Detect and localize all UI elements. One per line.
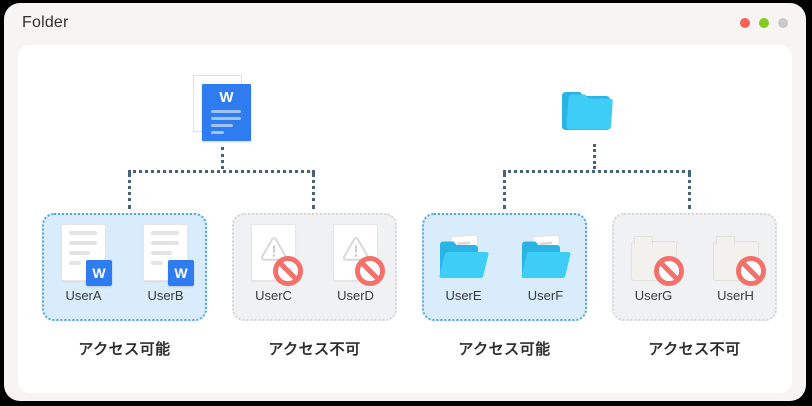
open-folder-icon bbox=[439, 234, 488, 278]
folder-icon bbox=[560, 86, 628, 136]
window-title: Folder bbox=[22, 13, 69, 31]
prohibition-icon bbox=[273, 256, 303, 286]
blocked-folder-icon bbox=[630, 236, 684, 286]
group-access-denied-documents: UserC UserD bbox=[232, 213, 397, 321]
caption-access-denied: アクセス不可 bbox=[268, 341, 361, 358]
connector-left-drop-1 bbox=[128, 173, 131, 209]
user-label: UserH bbox=[717, 288, 754, 303]
user-label: UserB bbox=[147, 288, 184, 303]
connector-right-horizontal bbox=[503, 170, 691, 173]
user-label: UserG bbox=[634, 288, 673, 303]
folder-window: Folder W bbox=[4, 3, 806, 401]
user-label: UserA bbox=[65, 288, 102, 303]
close-button[interactable] bbox=[740, 17, 750, 28]
user-item: W UserB bbox=[134, 215, 198, 319]
blocked-document-icon bbox=[251, 224, 303, 286]
minimize-button[interactable] bbox=[759, 17, 769, 28]
open-folder-icon bbox=[521, 234, 570, 278]
user-item: UserC bbox=[242, 215, 306, 319]
caption-access-allowed: アクセス可能 bbox=[458, 341, 551, 358]
user-item: UserG bbox=[622, 215, 686, 319]
connector-left-horizontal bbox=[128, 170, 315, 173]
folder-icon-svg bbox=[562, 92, 613, 130]
connector-right-drop-1 bbox=[503, 173, 506, 209]
user-label: UserE bbox=[445, 288, 482, 303]
word-document-icon: W bbox=[143, 224, 194, 286]
user-label: UserF bbox=[527, 288, 564, 303]
group-access-allowed-folders: UserE UserF bbox=[422, 213, 587, 321]
user-label: UserD bbox=[337, 288, 374, 303]
prohibition-icon bbox=[355, 256, 385, 286]
user-item: UserF bbox=[514, 215, 578, 319]
user-item: UserD bbox=[324, 215, 388, 319]
group-access-denied-folders: UserG UserH bbox=[612, 213, 777, 321]
word-document-icon: W bbox=[193, 75, 253, 143]
word-badge-icon: W bbox=[86, 260, 112, 286]
titlebar: Folder bbox=[4, 3, 806, 42]
blocked-folder-icon bbox=[712, 236, 766, 286]
content-panel: W bbox=[18, 45, 792, 393]
user-label: UserC bbox=[255, 288, 292, 303]
connector-right-stub bbox=[593, 144, 596, 169]
connector-left-drop-2 bbox=[312, 173, 315, 209]
word-document-icon: W bbox=[61, 224, 112, 286]
prohibition-icon bbox=[735, 256, 766, 286]
user-item: UserH bbox=[704, 215, 768, 319]
user-item: W UserA bbox=[52, 215, 116, 319]
document-frontpage: W bbox=[202, 84, 251, 141]
group-access-allowed-documents: W UserA W UserB bbox=[42, 213, 207, 321]
connector-right-drop-2 bbox=[688, 173, 691, 209]
maximize-button[interactable] bbox=[778, 17, 788, 28]
connector-left-stub bbox=[221, 147, 224, 169]
blocked-document-icon bbox=[333, 224, 385, 286]
window-controls bbox=[740, 17, 788, 28]
caption-access-allowed: アクセス可能 bbox=[78, 341, 171, 358]
user-item: UserE bbox=[432, 215, 496, 319]
caption-access-denied: アクセス不可 bbox=[648, 341, 741, 358]
word-badge-icon: W bbox=[168, 260, 194, 286]
prohibition-icon bbox=[653, 256, 684, 286]
word-initial: W bbox=[219, 89, 234, 106]
